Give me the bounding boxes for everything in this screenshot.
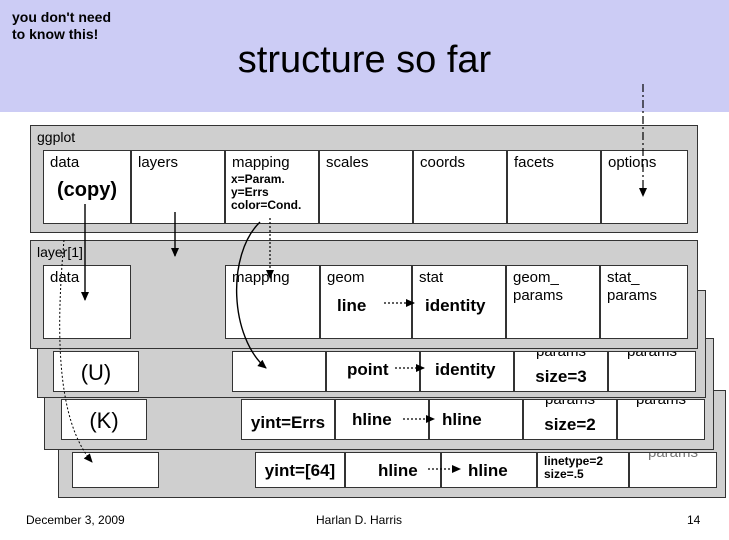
- layer-2-stat-params-cut-label: params: [626, 351, 678, 360]
- layer-3-mapping-value: yint=Errs: [250, 413, 326, 432]
- layer-4-mapping-cell: yint=[64]: [255, 452, 345, 488]
- ggplot-data-label: data: [50, 154, 80, 171]
- layer-1-stat-label: stat: [419, 269, 444, 286]
- layer-1-stat-value: identity: [425, 296, 486, 315]
- layer-1-geom-cell: geom line: [320, 265, 412, 339]
- layer-4-data-cell: [72, 452, 159, 488]
- ggplot-mapping-label: mapping: [232, 154, 290, 171]
- layer-2-geom-params-cell: params size=3: [514, 351, 608, 392]
- layer-4-stat-value: hline: [468, 461, 508, 480]
- layer-3-geom-params-cut-label: params: [544, 399, 596, 408]
- ggplot-scales-label: scales: [326, 154, 369, 171]
- layer-4-stat-cell: hline: [441, 452, 537, 488]
- layer-2-geom-value: point: [347, 360, 389, 379]
- ggplot-options-cell: options: [601, 150, 688, 224]
- ggplot-mapping-cell: mapping x=Param. y=Errs color=Cond.: [225, 150, 319, 224]
- layer-1-mapping-label: mapping: [232, 269, 290, 286]
- layer-2-geom-params-value: size=3: [535, 367, 587, 386]
- layer-1-panel: layer[1] data mapping geom line stat ide…: [30, 240, 698, 349]
- layer-1-stat-params-label: stat_ params: [607, 269, 658, 304]
- layer-2-geom-cell: point: [326, 351, 420, 392]
- layer-1-data-cell: data: [43, 265, 131, 339]
- layer-4-geom-cell: hline: [345, 452, 441, 488]
- layer-3-mapping-cell: yint=Errs: [241, 399, 335, 440]
- layer-2-stat-params-cell: params: [608, 351, 696, 392]
- layer-2-data-value: (U): [80, 360, 112, 385]
- layer-4-geom-params-cell: linetype=2 size=.5: [537, 452, 629, 488]
- layer-1-stat-params-cell: stat_ params: [600, 265, 688, 339]
- layer-1-geom-value: line: [337, 296, 367, 315]
- layer-1-label: layer[1]: [37, 244, 83, 260]
- layer-3-geom-cell: hline: [335, 399, 429, 440]
- layer-3-stat-params-cell: params: [617, 399, 705, 440]
- layer-3-geom-params-cell: params size=2: [523, 399, 617, 440]
- layer-2-mapping-cell: [232, 351, 326, 392]
- ggplot-scales-cell: scales: [319, 150, 413, 224]
- layer-1-data-label: data: [50, 269, 80, 286]
- layer-1-geom-params-label: geom_ params: [513, 269, 564, 304]
- ggplot-coords-label: coords: [420, 154, 466, 171]
- layer-3-stat-params-cut-label: params: [635, 399, 687, 408]
- layer-4-stat-params-cell: params: [629, 452, 717, 488]
- layer-3-data-cell: (K): [61, 399, 147, 440]
- ggplot-layers-cell: layers: [131, 150, 225, 224]
- layer-1-mapping-cell: mapping: [225, 265, 320, 339]
- layer-1-geom-params-cell: geom_ params: [506, 265, 600, 339]
- layer-3-stat-value: hline: [442, 410, 482, 429]
- ggplot-label: ggplot: [37, 129, 76, 145]
- ggplot-coords-cell: coords: [413, 150, 507, 224]
- ggplot-mapping-value: x=Param. y=Errs color=Cond.: [231, 172, 302, 212]
- ggplot-data-value: (copy): [57, 179, 117, 201]
- ggplot-facets-label: facets: [514, 154, 555, 171]
- slide-title: structure so far: [237, 39, 492, 81]
- footer-date: December 3, 2009: [26, 513, 125, 527]
- layer-2-stat-cell: identity: [420, 351, 514, 392]
- layer-2-geom-params-cut-label: params: [535, 351, 587, 360]
- layer-2-data-cell: (U): [53, 351, 139, 392]
- footer-author: Harlan D. Harris: [316, 513, 403, 527]
- header-band: you don't need to know this! structure s…: [0, 0, 729, 112]
- layer-3-data-value: (K): [89, 408, 119, 433]
- layer-3-stat-cell: hline: [429, 399, 523, 440]
- ggplot-data-cell: data (copy): [43, 150, 131, 224]
- layer-3-geom-params-value: size=2: [544, 415, 596, 434]
- footer-page-number: 14: [687, 513, 701, 527]
- layer-3-geom-value: hline: [352, 410, 392, 429]
- ggplot-facets-cell: facets: [507, 150, 601, 224]
- layer-4-geom-value: hline: [378, 461, 418, 480]
- layer-4-stat-params-cut-label: params: [647, 452, 699, 461]
- layer-2-stat-value: identity: [435, 360, 496, 379]
- layer-1-geom-label: geom: [327, 269, 365, 286]
- layer-4-geom-params-value: linetype=2 size=.5: [544, 454, 604, 481]
- ggplot-options-label: options: [608, 154, 657, 171]
- ggplot-panel: ggplot data (copy) layers mapping x=Para…: [30, 125, 698, 233]
- layer-1-stat-cell: stat identity: [412, 265, 506, 339]
- ggplot-layers-label: layers: [138, 154, 179, 171]
- layer-4-mapping-value: yint=[64]: [264, 461, 336, 480]
- side-note: you don't need to know this!: [12, 9, 111, 42]
